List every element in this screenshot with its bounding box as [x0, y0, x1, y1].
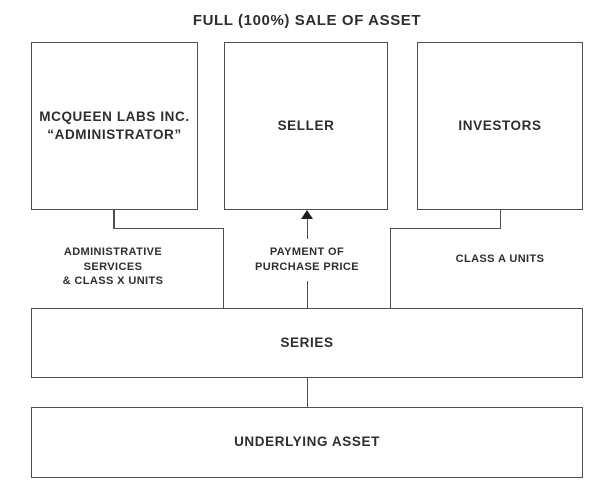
node-seller-label: SELLER — [277, 117, 335, 133]
node-administrator: MCQUEEN LABS INC. “ADMINISTRATOR” — [31, 42, 198, 210]
node-administrator-line2: “ADMINISTRATOR” — [47, 127, 182, 142]
node-administrator-label: MCQUEEN LABS INC. “ADMINISTRATOR” — [39, 108, 189, 144]
edge-label-administrative-services-line1: ADMINISTRATIVE SERVICES — [63, 246, 163, 273]
connector-series-seller-segment — [306, 281, 308, 309]
node-underlying-asset: UNDERLYING ASSET — [31, 407, 583, 478]
edge-label-administrative-services-line2: & CLASS X UNITS — [62, 275, 164, 288]
node-series: SERIES — [31, 308, 583, 378]
node-seller: SELLER — [224, 42, 388, 210]
edge-label-administrative-services: ADMINISTRATIVE SERVICES & CLASS X UNITS — [33, 245, 193, 289]
connector-investors-series-segment — [389, 227, 501, 229]
node-underlying-asset-label: UNDERLYING ASSET — [234, 434, 380, 450]
edge-label-payment-line1: PAYMENT OF — [269, 246, 345, 258]
connector-admin-series-segment — [222, 227, 224, 309]
connector-admin-series-segment — [113, 209, 115, 229]
connector-investors-series-segment — [499, 209, 501, 229]
node-investors: INVESTORS — [417, 42, 583, 210]
connector-series-underlying-segment — [306, 378, 308, 407]
connector-series-seller-segment — [306, 218, 308, 239]
node-administrator-line1: MCQUEEN LABS INC. — [39, 108, 190, 124]
edge-label-payment: PAYMENT OF PURCHASE PRICE — [247, 245, 367, 274]
edge-label-payment-line2: PURCHASE PRICE — [254, 260, 359, 273]
arrowhead-up-icon — [301, 209, 313, 219]
node-investors-label: INVESTORS — [458, 117, 542, 133]
connector-investors-series-segment — [389, 227, 391, 309]
node-series-label: SERIES — [280, 334, 334, 350]
connector-admin-series-segment — [113, 227, 224, 229]
diagram-title: FULL (100%) SALE OF ASSET — [192, 12, 422, 29]
edge-label-class-a-units: CLASS A UNITS — [455, 253, 545, 265]
